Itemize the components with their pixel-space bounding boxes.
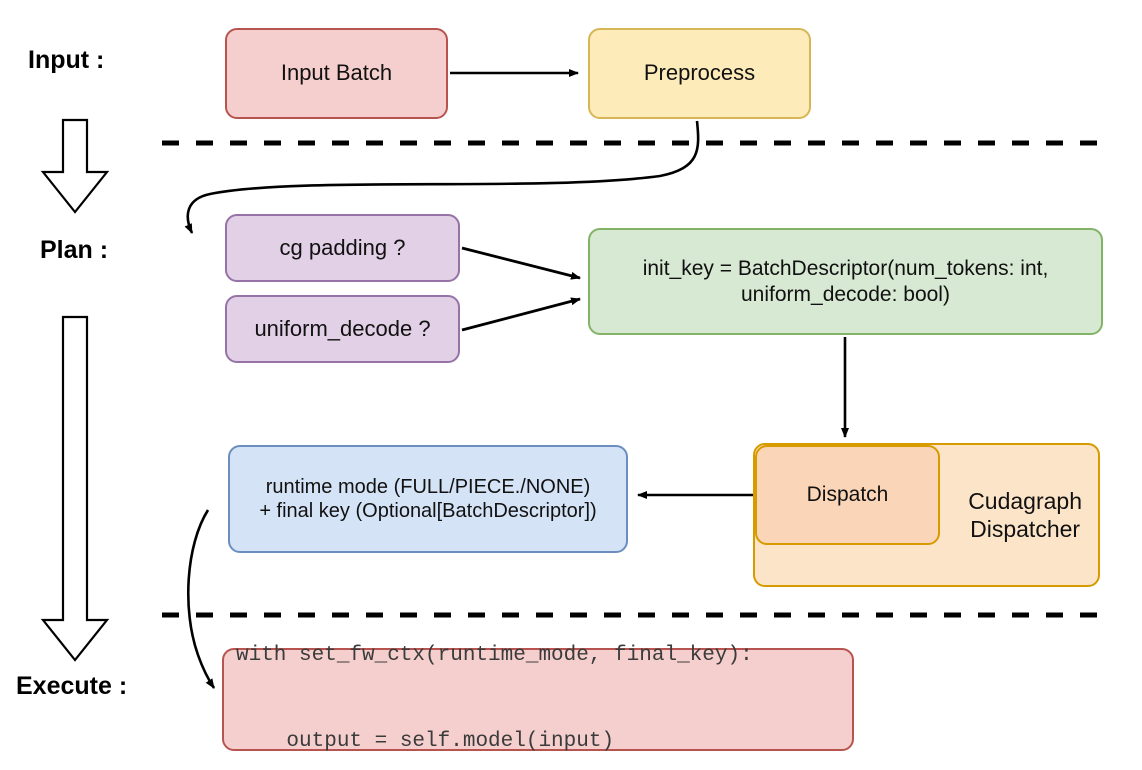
plan-to-execute-arrow <box>40 315 110 662</box>
stage-label-plan: Plan : <box>40 236 109 264</box>
node-init-key[interactable]: init_key = BatchDescriptor(num_tokens: i… <box>588 228 1103 335</box>
edge-uniform-decode-to-init-key <box>461 297 581 332</box>
node-cudagraph-dispatcher-line2: Dispatcher <box>970 516 1081 542</box>
node-dispatch-label: Dispatch <box>806 483 889 507</box>
node-cg-padding[interactable]: cg padding ? <box>225 214 460 282</box>
node-cg-padding-label: cg padding ? <box>279 234 406 260</box>
node-runtime-mode-line2: + final key (Optional[BatchDescriptor]) <box>259 500 597 522</box>
node-init-key-line2: uniform_decode: bool) <box>741 282 950 306</box>
node-uniform-decode[interactable]: uniform_decode ? <box>225 295 460 363</box>
input-to-plan-arrow <box>40 118 110 214</box>
stage-label-execute: Execute : <box>16 672 128 700</box>
node-preprocess-label: Preprocess <box>643 60 756 86</box>
stage-label-input: Input : <box>28 46 105 74</box>
node-runtime-mode-line1: runtime mode (FULL/PIECE./NONE) <box>265 475 591 498</box>
code-block-line1: with set_fw_ctx(runtime_mode, final_key)… <box>236 643 753 667</box>
node-input-batch-label: Input Batch <box>280 60 393 86</box>
node-runtime-mode[interactable]: runtime mode (FULL/PIECE./NONE) + final … <box>228 445 628 553</box>
node-dispatch[interactable]: Dispatch <box>755 445 940 545</box>
node-preprocess[interactable]: Preprocess <box>588 28 811 119</box>
node-uniform-decode-label: uniform_decode ? <box>254 315 431 341</box>
edge-cg-padding-to-init-key <box>461 246 581 280</box>
code-block-line2: output = self.model(input) <box>236 730 615 754</box>
node-init-key-line1: init_key = BatchDescriptor(num_tokens: i… <box>642 256 1049 280</box>
node-code-block[interactable]: with set_fw_ctx(runtime_mode, final_key)… <box>222 644 854 753</box>
node-cudagraph-dispatcher-line1: Cudagraph <box>968 487 1082 514</box>
node-input-batch[interactable]: Input Batch <box>225 28 448 119</box>
edge-runtime-mode-to-code-block <box>187 509 216 689</box>
